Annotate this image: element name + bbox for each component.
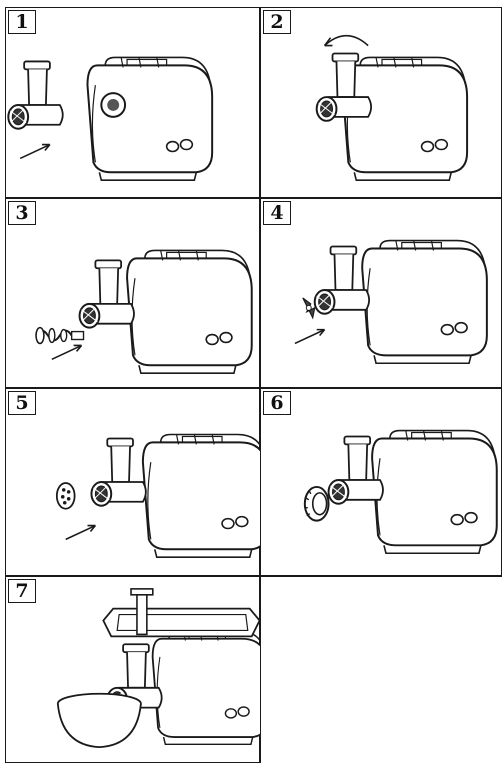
instruction-grid: 1 2 3 [5,7,502,763]
step-cell-6: 6 [260,388,502,576]
step-number: 7 [8,579,36,603]
meat-grinder-body-icon [303,429,498,555]
arrow-icon [294,328,326,345]
step-number: 3 [8,201,36,225]
step-cell-4: 4 [260,198,502,388]
step-number: 2 [263,10,291,34]
step-cell-1: 1 [5,7,260,198]
step-cell-5: 5 [5,388,269,576]
step-cell-3: 3 [5,198,260,388]
cutting-plate-icon [55,482,76,510]
bowl-icon [56,692,142,749]
meat-grinder-body-icon [56,588,269,749]
arrow-icon [19,143,51,160]
step-number: 5 [8,391,36,415]
meat-grinder-body-icon [35,249,253,375]
step-number: 1 [8,10,36,34]
meat-grinder-body-icon [55,433,269,559]
step-cell-7: 7 [5,576,269,763]
grinder-head-icon [7,60,64,130]
rotate-arrow-icon [324,34,369,47]
ring-nut-icon [303,485,330,522]
arrow-icon [51,344,83,361]
meat-grinder-body-icon [294,239,488,365]
empty-cell [260,576,502,763]
pusher-icon [130,588,154,636]
step-cell-2: 2 [260,7,502,198]
arrow-icon [64,524,97,541]
auger-screw-icon [35,326,85,345]
meat-grinder-body-icon [7,56,214,182]
feeding-tray-icon [102,607,261,638]
step-number: 6 [263,391,291,415]
meat-grinder-body-icon [315,34,469,182]
cutting-blade-icon [302,297,316,320]
step-number: 4 [263,201,291,225]
